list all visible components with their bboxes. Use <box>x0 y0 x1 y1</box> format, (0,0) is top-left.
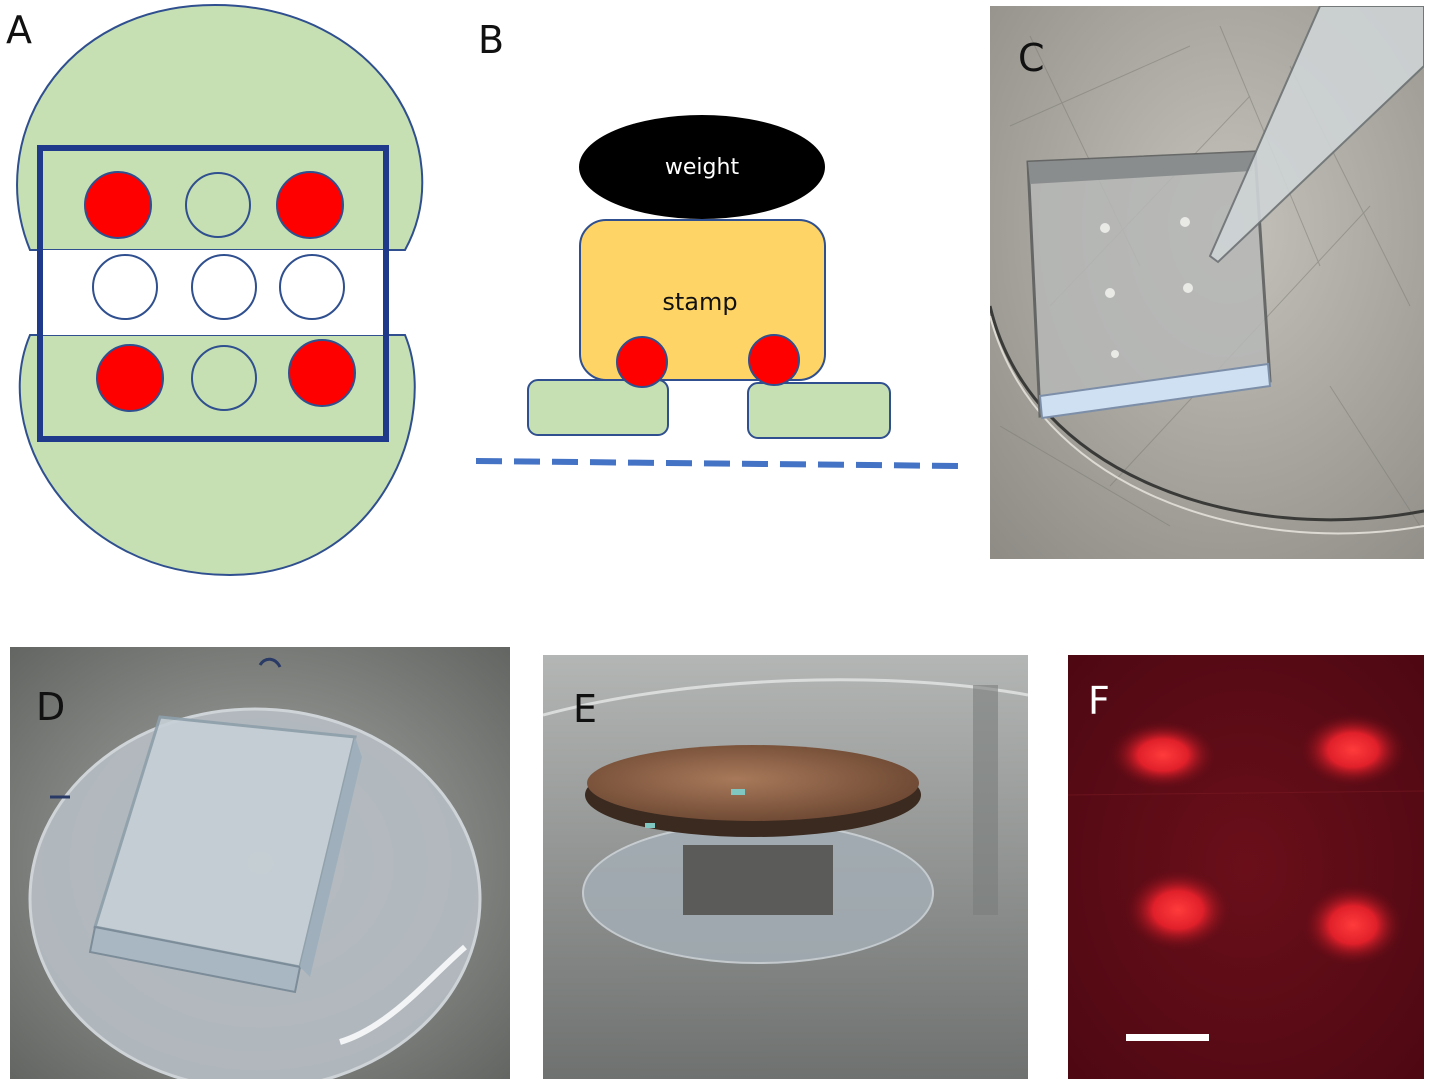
petri-dish-rim <box>990 305 1424 522</box>
panel-label-a: A <box>6 8 32 52</box>
red-dot <box>616 336 668 388</box>
panel-f-image <box>1068 655 1424 1079</box>
panel-c-photo: C <box>990 6 1424 559</box>
panel-a: A <box>0 0 430 590</box>
weight-label: weight <box>665 155 740 180</box>
red-dot <box>288 339 356 407</box>
stamp-cube <box>683 845 833 915</box>
panel-e-photo: E <box>543 655 1028 1079</box>
panel-label-c: C <box>1018 36 1045 80</box>
red-dot <box>96 344 164 412</box>
substrate-left <box>527 379 669 436</box>
panel-d-photo: D <box>10 647 510 1079</box>
red-dot <box>748 334 800 386</box>
empty-well <box>191 254 257 320</box>
pipette-tip <box>1208 6 1424 264</box>
panel-label-b: B <box>478 18 505 62</box>
empty-well <box>279 254 345 320</box>
panel-d-image <box>10 647 510 1079</box>
stamp-label: stamp <box>662 288 737 316</box>
fluorescent-spot <box>1298 712 1408 788</box>
panel-f-photo: F <box>1068 655 1424 1079</box>
fluorescent-spot <box>1301 883 1405 967</box>
empty-well <box>92 254 158 320</box>
panel-label-f: F <box>1088 679 1110 723</box>
panel-b-diagram: weight stamp <box>475 115 963 469</box>
stamp-frame <box>37 145 389 442</box>
red-dot <box>276 171 344 239</box>
scale-bar <box>1126 1034 1209 1041</box>
panel-label-d: D <box>36 685 66 729</box>
fluorescent-spot <box>1123 868 1233 952</box>
panel-label-e: E <box>573 687 598 731</box>
substrate-right <box>747 382 891 439</box>
red-dot <box>84 171 152 239</box>
weight-shape <box>579 115 825 219</box>
fluorescent-spot <box>1108 720 1218 790</box>
panel-b: weight stamp B <box>440 0 980 500</box>
panel-e-image <box>543 655 1028 1079</box>
empty-well <box>191 345 257 411</box>
panel-a-diagram <box>16 3 424 577</box>
dashed-baseline <box>475 458 963 469</box>
panel-c-image <box>990 6 1424 559</box>
empty-well <box>185 172 251 238</box>
